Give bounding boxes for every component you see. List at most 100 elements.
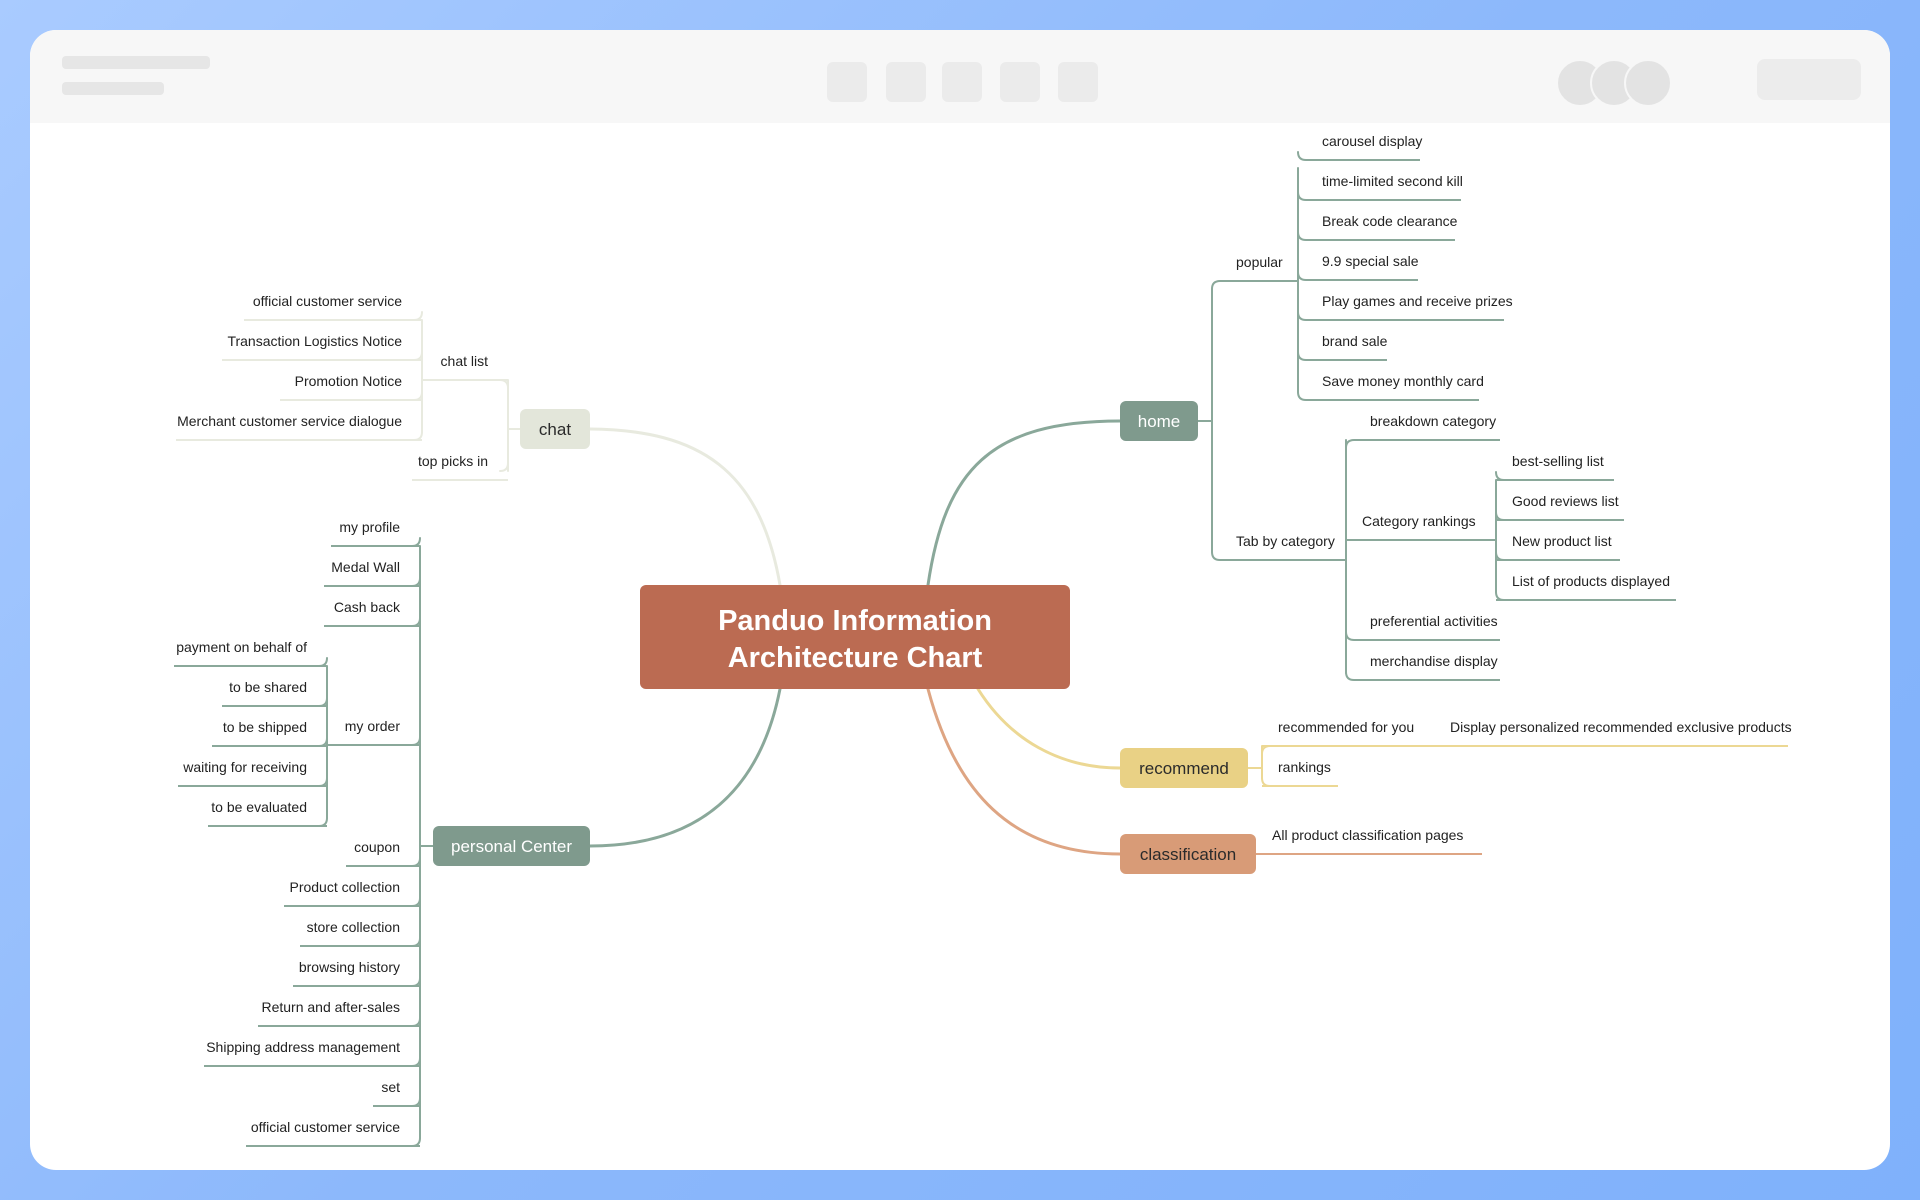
connector-line (1345, 671, 1355, 681)
curve-classification (926, 687, 1122, 856)
connector-line (413, 311, 423, 321)
chat-list-item: Merchant customer service dialogue (177, 413, 402, 429)
node-personal-center-label: personal Center (451, 837, 572, 856)
popular-item: time-limited second kill (1322, 173, 1463, 189)
chat-list-label: chat list (441, 353, 489, 369)
recommend-detail: Display personalized recommended exclusi… (1450, 719, 1792, 735)
popular-item: 9.9 special sale (1322, 253, 1419, 269)
node-chat-box (520, 409, 590, 449)
avatar[interactable] (1624, 59, 1672, 107)
share-button[interactable] (1757, 59, 1861, 100)
tab-by-category-label: Tab by category (1236, 533, 1335, 549)
my-order-label: my order (345, 718, 401, 734)
connector-line (1297, 271, 1307, 281)
curve-recommend (976, 687, 1122, 770)
toolbar-button-1[interactable] (827, 62, 867, 102)
connector-line (1495, 591, 1505, 601)
toolbar-button-3[interactable] (942, 62, 982, 102)
node-classification[interactable]: classification (1120, 834, 1256, 874)
connector-line (1297, 391, 1307, 401)
connector-line (318, 737, 328, 747)
personal-item: Product collection (289, 879, 400, 895)
connector-line (318, 817, 328, 827)
connector-line (1345, 439, 1355, 449)
category-rankings: Category rankings (1362, 513, 1476, 529)
connector-line (1495, 511, 1505, 521)
connector-line (318, 697, 328, 707)
connector-line (411, 577, 421, 587)
merchandise-display: merchandise display (1370, 653, 1498, 669)
root-title-line: Panduo Information (718, 605, 992, 637)
curve-chat (588, 427, 782, 587)
ranking-item: Good reviews list (1512, 493, 1619, 509)
connector-line (411, 1017, 421, 1027)
connector-line (411, 537, 421, 547)
connector-line (1297, 231, 1307, 241)
connector-line (411, 977, 421, 987)
node-recommend[interactable]: recommend (1120, 748, 1248, 788)
recommended-for-you: recommended for you (1278, 719, 1414, 735)
node-personal-center[interactable]: personal Center (433, 826, 590, 866)
node-classification-label: classification (1140, 845, 1236, 864)
toolbar (30, 30, 1890, 123)
toolbar-button-4[interactable] (1000, 62, 1040, 102)
connector-line (1495, 471, 1505, 481)
personal-item: Shipping address management (206, 1039, 400, 1055)
connector-line (499, 379, 509, 389)
node-personal-center-box (433, 826, 590, 866)
breakdown-category: breakdown category (1370, 413, 1496, 429)
popular-item: brand sale (1322, 333, 1388, 349)
popular-item: Save money monthly card (1322, 373, 1484, 389)
top-picks-label: top picks in (418, 453, 488, 469)
toolbar-button-5[interactable] (1058, 62, 1098, 102)
node-home[interactable]: home (1120, 401, 1198, 441)
connector-line (411, 1097, 421, 1107)
popular-item: carousel display (1322, 133, 1422, 149)
connector-line (1211, 280, 1221, 290)
connector-line (1297, 151, 1307, 161)
chat-list-item: Transaction Logistics Notice (227, 333, 402, 349)
connector-line (413, 351, 423, 361)
popular-item: Play games and receive prizes (1322, 293, 1513, 309)
leaf-labels: popular carousel display time-limited seco… (176, 133, 1791, 1135)
connector-line (411, 1137, 421, 1147)
my-order-item: to be evaluated (211, 799, 307, 815)
personal-item: my profile (339, 519, 400, 535)
ranking-item: New product list (1512, 533, 1612, 549)
connector-line (413, 431, 423, 441)
connector-line (1345, 631, 1355, 641)
connector-line (411, 736, 421, 746)
popular-item: Break code clearance (1322, 213, 1458, 229)
connector-line (318, 657, 328, 667)
subtitle-placeholder (62, 82, 164, 95)
connector-line (1261, 745, 1271, 755)
node-recommend-label: recommend (1139, 759, 1229, 778)
connector-line (1261, 777, 1271, 787)
node-classification-box (1120, 834, 1256, 874)
my-order-item: to be shipped (223, 719, 307, 735)
toolbar-button-2[interactable] (886, 62, 926, 102)
personal-item: Return and after-sales (261, 999, 400, 1015)
my-order-item: payment on behalf of (176, 639, 307, 655)
node-home-label: home (1138, 412, 1181, 431)
root-title-line: Architecture Chart (728, 642, 983, 674)
chat-list-item: Promotion Notice (295, 373, 403, 389)
personal-item: set (381, 1079, 400, 1095)
connector-lines (174, 151, 1788, 1147)
connector-line (499, 462, 509, 472)
personal-item: coupon (354, 839, 400, 855)
connector-line (1297, 311, 1307, 321)
connector-line (411, 897, 421, 907)
popular-label: popular (1236, 254, 1283, 270)
preferential-activities: preferential activities (1370, 613, 1498, 629)
personal-item: official customer service (251, 1119, 400, 1135)
personal-item: Cash back (334, 599, 401, 615)
node-home-box (1120, 401, 1198, 441)
branch-nodes: home chat personal Center recommend classifi… (433, 401, 1256, 874)
node-recommend-box (1120, 748, 1248, 788)
node-chat[interactable]: chat (520, 409, 590, 449)
curve-personal (588, 687, 782, 848)
connector-line (1297, 191, 1307, 201)
